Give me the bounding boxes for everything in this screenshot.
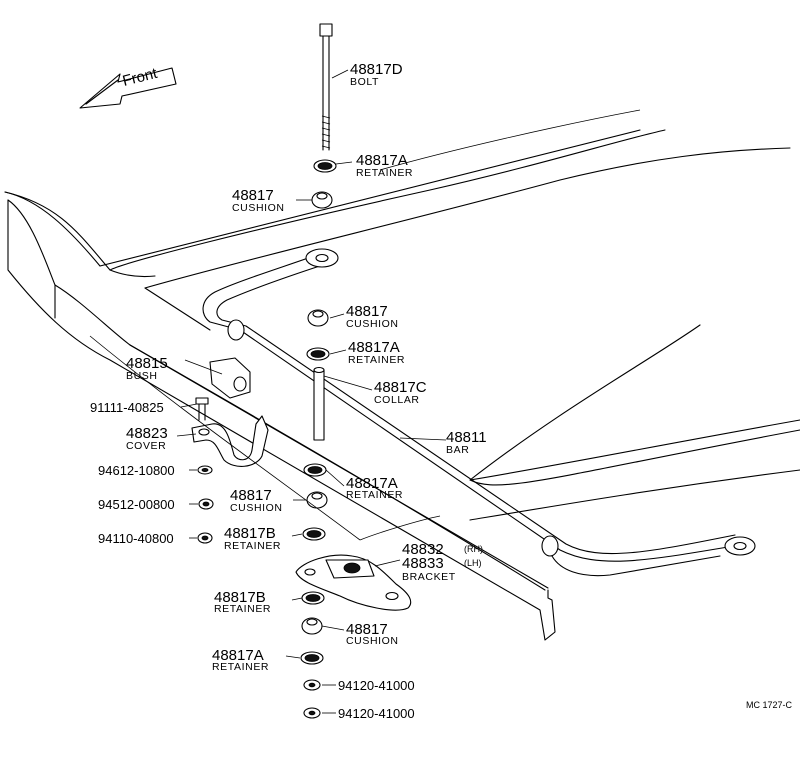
label-cushion-top: 48817 CUSHION (232, 187, 285, 214)
svg-text:48817A: 48817A (348, 339, 400, 356)
svg-text:48833: 48833 (402, 555, 444, 572)
washer-94512-part (198, 498, 214, 510)
vehicle-body-outline (4, 109, 800, 521)
frame-rail (7, 199, 556, 641)
front-arrow: Front (79, 65, 177, 109)
nut-94612-part (197, 465, 213, 475)
svg-text:48817A: 48817A (212, 647, 264, 664)
label-retainer-upper-mid: 48817A RETAINER (348, 339, 405, 366)
label-nut-94110: 94110-40800 (98, 531, 174, 546)
svg-text:48817: 48817 (230, 487, 272, 504)
svg-text:CUSHION: CUSHION (346, 318, 399, 330)
svg-text:48823: 48823 (126, 425, 168, 442)
retainer-lower-mid-part (303, 463, 327, 477)
cover-part (191, 415, 269, 467)
label-collar: 48817C COLLAR (374, 379, 427, 406)
svg-text:BRACKET: BRACKET (402, 571, 456, 583)
cushion-bottom-part (301, 617, 323, 635)
label-bracket: 48832 48833 (RH) (LH) BRACKET (402, 541, 483, 583)
svg-text:COVER: COVER (126, 440, 166, 452)
label-cushion-lower-mid: 48817 CUSHION (230, 487, 283, 514)
svg-text:94120-41000: 94120-41000 (338, 678, 415, 693)
svg-text:CUSHION: CUSHION (230, 502, 283, 514)
svg-text:48815: 48815 (126, 355, 168, 372)
svg-text:(LH): (LH) (464, 558, 482, 568)
svg-text:48817: 48817 (346, 303, 388, 320)
bush-part (209, 357, 251, 399)
front-label: Front (121, 65, 160, 90)
svg-text:94120-41000: 94120-41000 (338, 706, 415, 721)
nut-94120-b-part (303, 707, 321, 719)
svg-text:48811: 48811 (446, 429, 487, 446)
label-bolt-91111: 91111-40825 (90, 400, 164, 415)
retainer-b-lower-part (301, 591, 325, 605)
svg-text:BAR: BAR (446, 444, 469, 456)
svg-text:RETAINER: RETAINER (356, 167, 413, 179)
svg-text:48817B: 48817B (214, 589, 266, 606)
svg-text:48817A: 48817A (356, 152, 408, 169)
svg-text:RETAINER: RETAINER (214, 603, 271, 615)
svg-text:COLLAR: COLLAR (374, 394, 420, 406)
svg-text:48817A: 48817A (346, 475, 398, 492)
svg-text:RETAINER: RETAINER (346, 489, 403, 501)
label-retainer-lower-mid: 48817A RETAINER (346, 475, 403, 501)
svg-text:RETAINER: RETAINER (212, 661, 269, 673)
svg-text:91111-40825: 91111-40825 (90, 400, 164, 415)
label-bolt-48817d: 48817D BOLT (350, 61, 403, 88)
retainer-bottom-part (300, 651, 324, 665)
leader-lines (89, 69, 447, 714)
svg-text:BUSH: BUSH (126, 370, 158, 382)
svg-text:48817: 48817 (232, 187, 274, 204)
label-nut-94120-a: 94120-41000 (338, 678, 415, 693)
svg-text:BOLT: BOLT (350, 76, 379, 88)
svg-text:RETAINER: RETAINER (348, 354, 405, 366)
label-nut-94612: 94612-10800 (98, 463, 175, 478)
svg-text:CUSHION: CUSHION (346, 635, 399, 647)
svg-text:CUSHION: CUSHION (232, 202, 285, 214)
nut-94120-a-part (303, 679, 321, 691)
nut-94110-part (197, 532, 213, 544)
label-retainer-b-upper: 48817B RETAINER (224, 525, 281, 552)
label-washer-94512: 94512-00800 (98, 497, 175, 512)
bolt-48817d (319, 23, 333, 151)
label-cushion-upper-mid: 48817 CUSHION (346, 303, 399, 330)
label-cover: 48823 COVER (126, 425, 168, 452)
label-cushion-bottom: 48817 CUSHION (346, 621, 399, 647)
label-retainer-top: 48817A RETAINER (356, 152, 413, 179)
svg-text:RETAINER: RETAINER (224, 540, 281, 552)
cushion-top-part (311, 191, 333, 209)
bolt-91111-part (195, 397, 209, 421)
svg-text:48832: 48832 (402, 541, 444, 558)
svg-text:48817: 48817 (346, 621, 388, 638)
svg-text:48817C: 48817C (374, 379, 427, 396)
label-nut-94120-b: 94120-41000 (338, 706, 415, 721)
label-retainer-b-lower: 48817B RETAINER (214, 589, 271, 615)
svg-text:94612-10800: 94612-10800 (98, 463, 175, 478)
cushion-upper-mid-part (307, 309, 329, 327)
svg-text:48817B: 48817B (224, 525, 276, 542)
retainer-b-upper-part (302, 527, 326, 541)
bracket-part (295, 554, 412, 611)
stabilizer-bar (202, 248, 756, 577)
svg-text:(RH): (RH) (464, 544, 483, 554)
cushion-lower-mid-part (306, 491, 328, 509)
collar-part (313, 366, 325, 441)
svg-text:94110-40800: 94110-40800 (98, 531, 174, 546)
svg-text:48817D: 48817D (350, 61, 403, 78)
retainer-top-part (313, 159, 337, 173)
label-bar: 48811 BAR (446, 429, 487, 456)
label-retainer-bottom: 48817A RETAINER (212, 647, 269, 673)
svg-text:94512-00800: 94512-00800 (98, 497, 175, 512)
retainer-upper-mid-part (306, 347, 330, 361)
label-bush: 48815 BUSH (126, 355, 168, 382)
drawing-code: MC 1727-C (746, 700, 793, 710)
